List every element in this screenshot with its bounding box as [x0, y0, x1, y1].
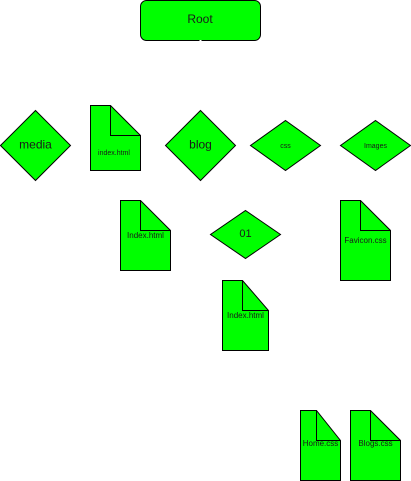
blogs-css-file-node[interactable]: Blogs.css — [350, 410, 401, 481]
media-folder-label: media — [19, 138, 52, 152]
blog-index-html-file-label: Index.html — [127, 231, 164, 240]
css-folder-node[interactable]: css — [249, 119, 322, 172]
favicon-css-file-node[interactable]: Favicon.css — [340, 200, 391, 281]
blog-index-html-file-node[interactable]: Index.html — [120, 200, 171, 271]
blog-01-folder-label: 01 — [239, 228, 251, 240]
favicon-css-file-label: Favicon.css — [344, 236, 386, 245]
blog-01-index-html-file-label: Index.html — [227, 311, 264, 320]
home-css-file-node[interactable]: Home.css — [300, 410, 341, 481]
index-html-file-node[interactable]: index.html — [90, 105, 141, 171]
blog-01-index-html-file-node[interactable]: Index.html — [222, 280, 269, 351]
index-html-file-label: index.html — [98, 150, 130, 157]
root-label: Root — [187, 12, 213, 26]
root-node[interactable]: Root — [140, 0, 261, 41]
images-folder-label: Images — [364, 143, 387, 150]
blogs-css-file-label: Blogs.css — [358, 439, 392, 448]
css-folder-label: css — [280, 143, 291, 150]
media-folder-node[interactable]: media — [0, 109, 72, 182]
blog-folder-label: blog — [189, 138, 212, 152]
blog-01-folder-node[interactable]: 01 — [209, 209, 282, 260]
blog-folder-node[interactable]: blog — [164, 109, 237, 182]
home-css-file-label: Home.css — [303, 439, 339, 448]
images-folder-node[interactable]: Images — [339, 119, 411, 172]
